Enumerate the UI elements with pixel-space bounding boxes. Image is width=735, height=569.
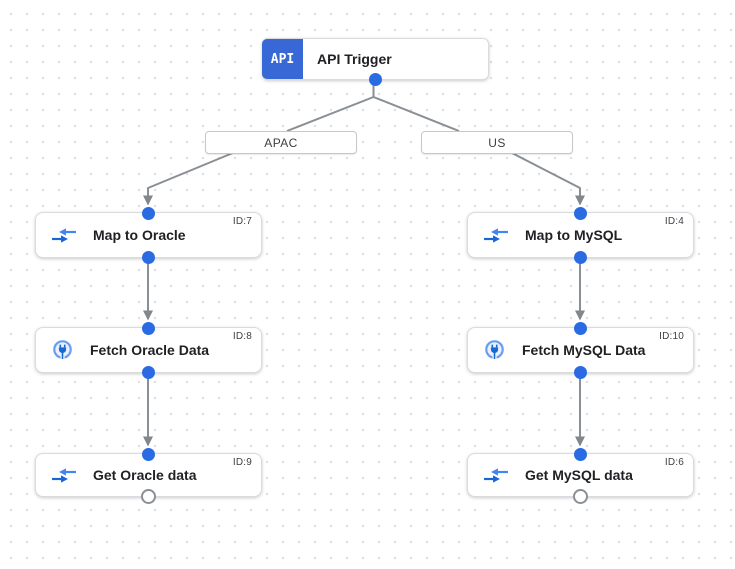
data-mapping-icon bbox=[51, 226, 77, 245]
input-port[interactable] bbox=[574, 447, 587, 461]
output-port-unconnected[interactable] bbox=[573, 488, 588, 504]
input-port[interactable] bbox=[574, 206, 587, 220]
node-map-to-oracle[interactable]: ID:7 Map to Oracle bbox=[35, 206, 262, 264]
input-port[interactable] bbox=[142, 206, 155, 220]
data-mapping-icon bbox=[483, 226, 509, 245]
node-id-tag: ID:6 bbox=[664, 457, 684, 468]
node-label: Get Oracle data bbox=[93, 467, 197, 483]
node-id-tag: ID:10 bbox=[659, 331, 684, 342]
edge-label-us[interactable]: US bbox=[421, 131, 573, 154]
input-port[interactable] bbox=[574, 321, 587, 335]
output-port[interactable] bbox=[574, 365, 587, 379]
node-label: API Trigger bbox=[317, 51, 392, 67]
output-port[interactable] bbox=[369, 72, 382, 86]
node-fetch-oracle-data[interactable]: ID:8 Fetch Oracle Data bbox=[35, 321, 262, 379]
node-label: Get MySQL data bbox=[525, 467, 633, 483]
node-label: Fetch MySQL Data bbox=[522, 342, 646, 358]
api-trigger-icon: API bbox=[262, 39, 303, 79]
edge-label-text: US bbox=[488, 135, 506, 150]
node-get-mysql-data[interactable]: ID:6 Get MySQL data bbox=[467, 447, 694, 504]
data-mapping-icon bbox=[483, 466, 509, 485]
input-port[interactable] bbox=[142, 321, 155, 335]
output-port-unconnected[interactable] bbox=[141, 488, 156, 504]
edge-label-apac[interactable]: APAC bbox=[205, 131, 357, 154]
output-port[interactable] bbox=[574, 250, 587, 264]
edge-label-text: APAC bbox=[264, 135, 298, 150]
data-mapping-icon bbox=[51, 466, 77, 485]
node-get-oracle-data[interactable]: ID:9 Get Oracle data bbox=[35, 447, 262, 504]
node-id-tag: ID:8 bbox=[232, 331, 252, 342]
connector-icon bbox=[51, 339, 74, 362]
node-fetch-mysql-data[interactable]: ID:10 Fetch MySQL Data bbox=[467, 321, 694, 379]
node-map-to-mysql[interactable]: ID:4 Map to MySQL bbox=[467, 206, 694, 264]
output-port[interactable] bbox=[142, 250, 155, 264]
input-port[interactable] bbox=[142, 447, 155, 461]
node-id-tag: ID:4 bbox=[664, 216, 684, 227]
node-label: Fetch Oracle Data bbox=[90, 342, 210, 358]
node-label: Map to Oracle bbox=[93, 227, 186, 243]
output-port[interactable] bbox=[142, 365, 155, 379]
node-id-tag: ID:9 bbox=[232, 457, 252, 468]
connector-icon bbox=[483, 339, 506, 362]
api-badge-text: API bbox=[270, 51, 295, 67]
node-api-trigger[interactable]: API API Trigger bbox=[262, 38, 489, 86]
node-id-tag: ID:7 bbox=[232, 216, 252, 227]
node-label: Map to MySQL bbox=[525, 227, 623, 243]
